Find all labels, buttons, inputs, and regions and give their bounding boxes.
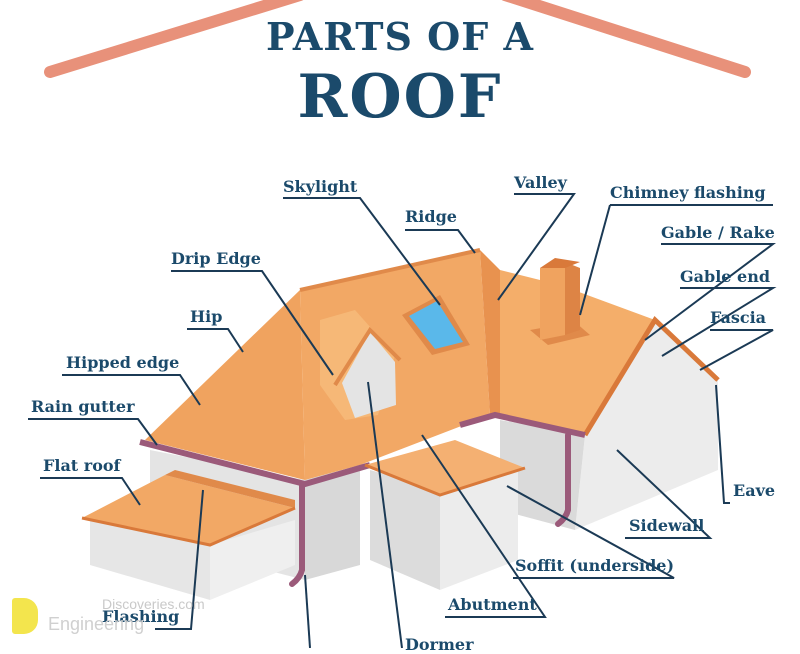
- label-soffit: Soffit (underside): [515, 556, 675, 575]
- label-chimney-flashing: Chimney flashing: [610, 183, 766, 202]
- title-line-1: PARTS OF A: [266, 14, 534, 59]
- label-flat-roof: Flat roof: [43, 456, 121, 475]
- watermark-line-1: Discoveries.com: [102, 596, 205, 612]
- label-hip: Hip: [190, 307, 223, 326]
- label-dormer: Dormer: [405, 635, 474, 654]
- watermark-line-2: Engineering: [48, 614, 145, 634]
- leader-lines: [28, 193, 777, 648]
- label-gable-end: Gable end: [680, 267, 771, 286]
- label-valley: Valley: [514, 173, 567, 192]
- dormer-icon: [320, 310, 402, 420]
- flat-roof: [81, 470, 296, 547]
- label-abutment: Abutment: [448, 595, 537, 614]
- label-gable-rake: Gable / Rake: [661, 223, 775, 242]
- label-flashing: Flashing: [102, 607, 180, 626]
- skylight-icon: [402, 295, 470, 355]
- label-drip-edge: Drip Edge: [171, 249, 261, 268]
- label-skylight: Skylight: [283, 177, 358, 196]
- label-fascia: Fascia: [710, 308, 767, 327]
- label-rain-gutter: Rain gutter: [31, 397, 135, 416]
- chimney-icon: [530, 258, 590, 345]
- title-line-2: ROOF: [297, 62, 503, 132]
- engineering-discoveries-logo-icon: [12, 598, 38, 634]
- watermark: Discoveries.com Engineering: [8, 596, 218, 640]
- label-sidewall: Sidewall: [629, 516, 705, 535]
- label-ridge: Ridge: [405, 207, 457, 226]
- roof-arc-icon: [44, 0, 751, 78]
- label-hipped-edge: Hipped edge: [66, 353, 180, 372]
- label-eave: Eave: [733, 481, 776, 500]
